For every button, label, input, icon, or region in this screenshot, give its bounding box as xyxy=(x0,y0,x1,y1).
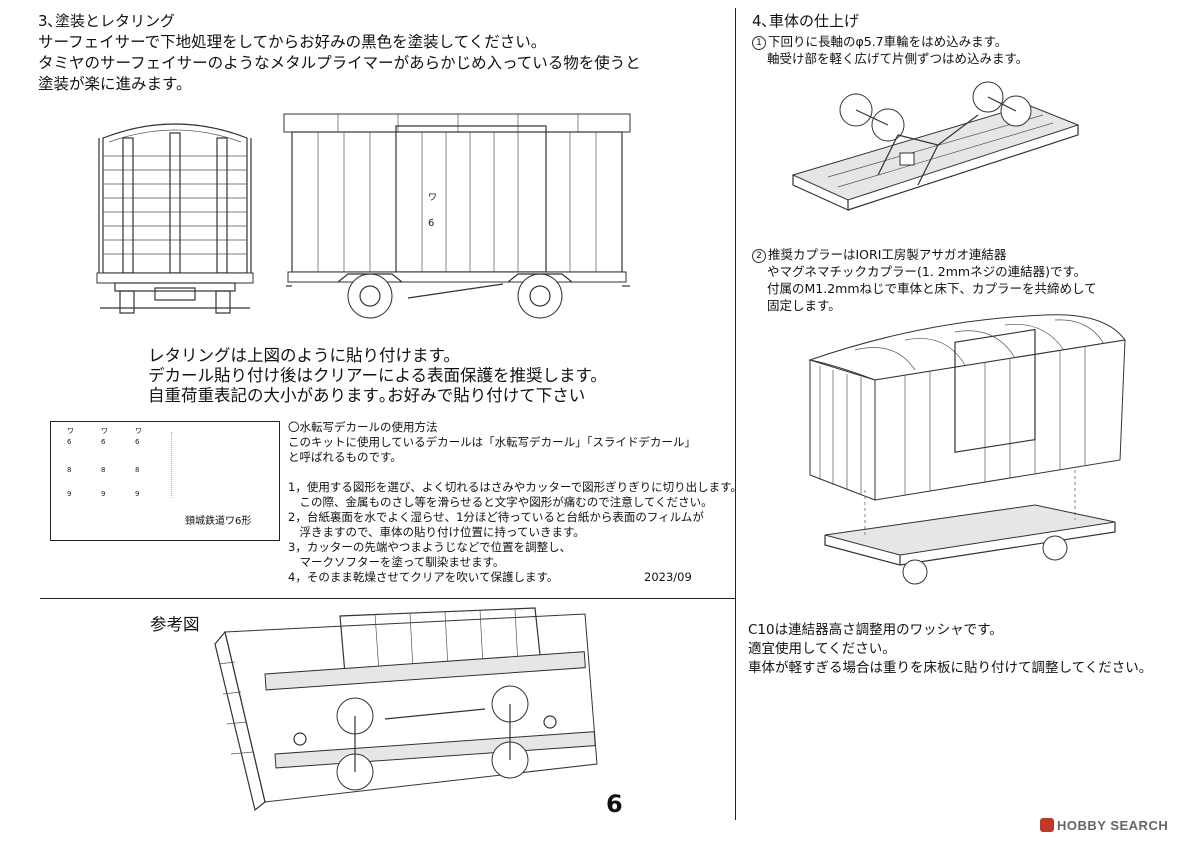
step2-text-1: 推奨カプラーはIORI工房製アサガオ連結器 xyxy=(768,247,1007,262)
revision-date: 2023/09 xyxy=(644,570,692,584)
section4-heading: 4､車体の仕上げ xyxy=(752,12,860,30)
hobby-search-logo-icon xyxy=(1040,818,1054,832)
decal-number: 8 xyxy=(135,466,140,474)
reference-underside-drawing xyxy=(214,607,598,812)
wagon-kana-marking: ワ xyxy=(428,193,437,203)
decal-kana-1: ワ xyxy=(67,427,74,435)
decal-number: 9 xyxy=(67,490,72,498)
section3-heading: 3､塗装とレタリング xyxy=(38,12,176,30)
decal-step: 浮きますので、車体の貼り付け位置に持っていきます。 xyxy=(288,525,585,539)
decal-sheet-title: 頸城鉄道ワ6形 xyxy=(185,516,252,527)
decal-number: 6 xyxy=(101,438,106,446)
decal-intro-line-1: このキットに使用しているデカールは「水転写デカール」「スライドデカール」 xyxy=(288,435,696,449)
decal-kana-2: ワ xyxy=(101,427,108,435)
decal-step: 1，使用する図形を選び、よく切れるはさみやカッターで図形ぎりぎりに切り出します。 xyxy=(288,480,742,494)
washer-line-2: 適宜使用してください。 xyxy=(748,641,896,657)
section3-line-3: 塗装が楽に進みます。 xyxy=(38,75,192,93)
decal-number: 6 xyxy=(135,438,140,446)
decal-step: 4，そのまま乾燥させてクリアを吹いて保護します。 xyxy=(288,570,559,584)
column-divider xyxy=(735,8,736,820)
decal-small-markings-area xyxy=(171,432,272,498)
decal-number: 9 xyxy=(101,490,106,498)
decal-intro-line-2: と呼ばれるものです。 xyxy=(288,450,402,464)
decal-step: 3，カッターの先端やつまようじなどで位置を調整し、 xyxy=(288,540,572,554)
page-number: 6 xyxy=(606,790,623,818)
decal-step: 2，台紙裏面を水でよく湿らせ、1分ほど待っていると台紙から表面のフィルムが xyxy=(288,510,704,524)
step1-marker: 1 xyxy=(752,36,766,50)
lettering-line-2: デカール貼り付け後はクリアーによる表面保護を推奨します。 xyxy=(148,366,607,385)
step1-line-2: 軸受け部を軽く広げて片側ずつはめ込みます。 xyxy=(767,51,1029,66)
step2-line-2: やマグネマチックカプラー(1. 2mmネジの連結器)です。 xyxy=(767,264,1087,279)
lettering-line-3: 自重荷重表記の大小があります｡お好みで貼り付けて下さい xyxy=(148,386,586,405)
wagon-end-view-drawing xyxy=(96,123,254,314)
decal-number: 8 xyxy=(67,466,72,474)
step1-text-1: 下回りに長軸のφ5.7車輪をはめ込みます。 xyxy=(768,34,1008,49)
step2-line-4: 固定します。 xyxy=(767,298,841,313)
wagon-side-view-drawing: ワ 6 xyxy=(283,113,631,319)
wagon-number-marking: 6 xyxy=(428,218,434,229)
washer-line-1: C10は連結器高さ調整用のワッシャです。 xyxy=(748,622,1003,638)
section3-line-2: タミヤのサーフェイサーのようなメタルプライマーがあらかじめ入っている物を使うと xyxy=(38,54,641,72)
section-divider xyxy=(40,598,735,599)
step2-marker: 2 xyxy=(752,249,766,263)
decal-sheet: ワ ワ ワ 6 6 6 8 8 8 9 9 9 頸城鉄道ワ6形 xyxy=(50,421,280,541)
chassis-wheel-drawing xyxy=(791,81,1080,211)
reference-label: 参考図 xyxy=(150,615,200,634)
decal-number: 9 xyxy=(135,490,140,498)
decal-step: この際、金属ものさし等を滑らせると文字や図形が痛むので注意してください。 xyxy=(288,495,713,509)
decal-number: 8 xyxy=(101,466,106,474)
decal-instructions-heading: 〇水転写デカールの使用方法 xyxy=(288,420,438,434)
washer-line-3: 車体が軽すぎる場合は重りを床板に貼り付けて調整してください。 xyxy=(748,660,1153,676)
lettering-line-1: レタリングは上図のように貼り付けます。 xyxy=(148,346,460,365)
watermark: HOBBY SEARCH xyxy=(1040,818,1168,833)
section3-line-1: サーフェイサーで下地処理をしてからお好みの黒色を塗装してください。 xyxy=(38,33,547,51)
decal-kana-3: ワ xyxy=(135,427,142,435)
decal-step: マークソフターを塗って馴染ませます。 xyxy=(288,555,505,569)
decal-number: 6 xyxy=(67,438,72,446)
step2-line-3: 付属のM1.2mmねじで車体と床下、カプラーを共締めして xyxy=(767,281,1097,296)
exploded-body-drawing xyxy=(808,314,1126,585)
watermark-text: HOBBY SEARCH xyxy=(1057,818,1169,833)
